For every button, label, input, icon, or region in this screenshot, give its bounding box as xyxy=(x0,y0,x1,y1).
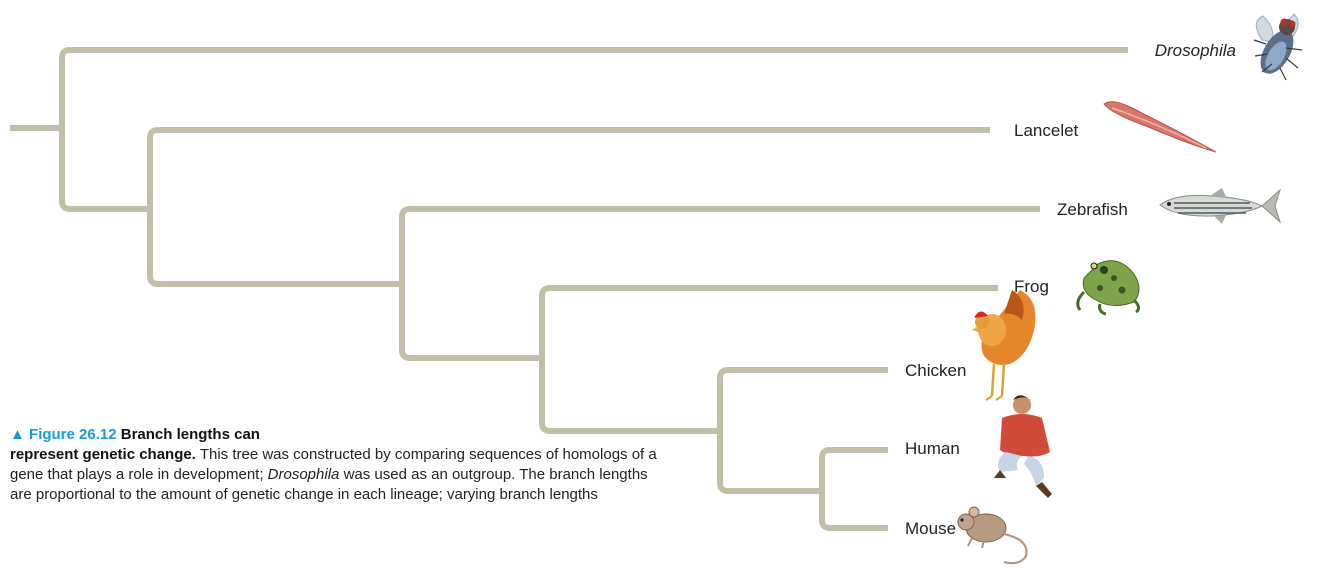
figure-title-line-2: represent genetic change. xyxy=(10,446,196,463)
human-icon xyxy=(994,395,1052,498)
branch-mouse xyxy=(819,491,888,531)
branch-node-tetrapods xyxy=(399,284,542,361)
taxon-label-zebrafish: Zebrafish xyxy=(1057,200,1128,219)
caption-italic-term: Drosophila xyxy=(267,466,340,483)
figure-caption: ▲ Figure 26.12 Branch lengths can represe… xyxy=(10,425,670,505)
taxon-label-lancelet: Lancelet xyxy=(1014,121,1079,140)
tree-branches xyxy=(10,47,1128,531)
taxon-label-drosophila: Drosophila xyxy=(1155,41,1236,60)
caption-marker-icon: ▲ xyxy=(10,426,25,443)
branch-zebrafish xyxy=(399,206,1040,284)
frog-icon xyxy=(1076,260,1141,316)
branch-chicken xyxy=(717,367,888,431)
chicken-icon xyxy=(972,290,1036,401)
caption-text-1: This tree was constructed by comparing s… xyxy=(10,446,657,483)
figure-title: Branch lengths can xyxy=(120,426,260,443)
zebrafish-icon xyxy=(1159,188,1282,224)
branch-node-deuterostomes xyxy=(59,128,150,212)
mouse-icon xyxy=(957,506,1028,565)
branch-human xyxy=(819,447,888,491)
branch-node-mammals xyxy=(717,431,822,494)
fruit-fly-icon xyxy=(1253,13,1303,81)
branch-node-vertebrates xyxy=(147,209,402,287)
taxon-label-frog: Frog xyxy=(1014,277,1049,296)
taxon-label-chicken: Chicken xyxy=(905,361,966,380)
branch-frog xyxy=(539,285,998,358)
branch-drosophila xyxy=(59,47,1128,128)
branch-node-amniotes xyxy=(539,358,720,434)
figure-number: Figure 26.12 xyxy=(29,426,117,443)
taxon-label-human: Human xyxy=(905,439,960,458)
taxon-label-mouse: Mouse xyxy=(905,519,956,538)
branch-lancelet xyxy=(147,127,990,209)
lancelet-icon xyxy=(1103,101,1217,153)
caption-text-2: was used as an outgroup. The branch leng… xyxy=(10,466,648,503)
